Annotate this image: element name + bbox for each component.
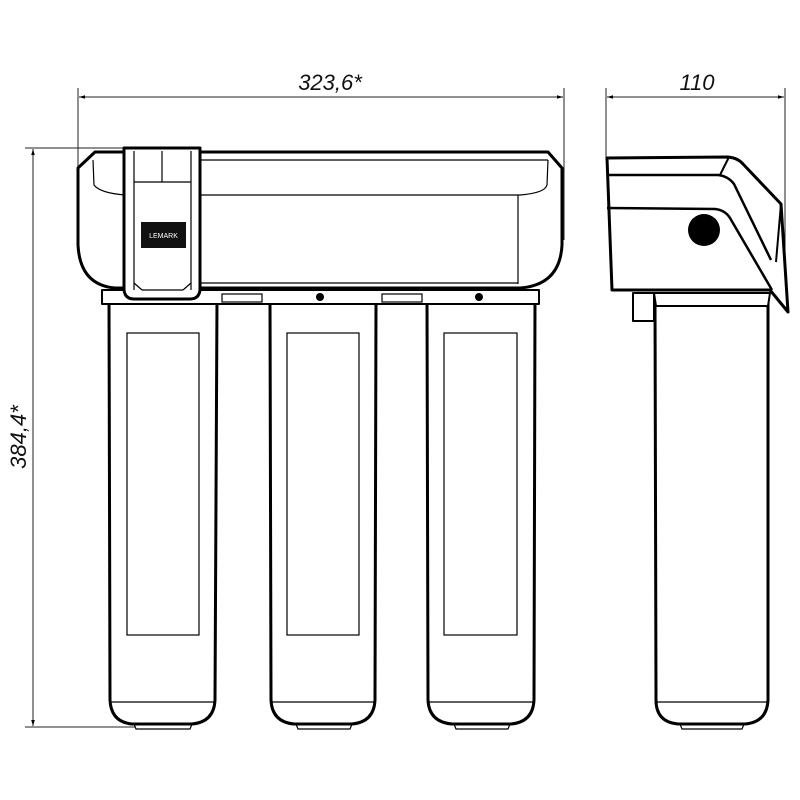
side-view — [605, 155, 790, 730]
dimension-side-depth: 110 — [605, 70, 786, 300]
brand-logo-box — [141, 222, 186, 248]
dimension-front-width: 323,6* — [77, 70, 565, 240]
filter-housing-2 — [268, 298, 378, 730]
brand-logo: LEMARK — [149, 233, 178, 240]
side-button-icon — [688, 214, 720, 246]
dimension-height: 384,4* — [6, 147, 135, 728]
front-cover: LEMARK — [122, 146, 202, 301]
filter-housing-3 — [425, 298, 537, 730]
filter-housing-1 — [107, 298, 219, 730]
front-width-label: 323,6* — [298, 70, 363, 95]
head-connectors — [101, 289, 540, 305]
side-depth-label: 110 — [679, 70, 715, 95]
height-label: 384,4* — [6, 404, 31, 469]
